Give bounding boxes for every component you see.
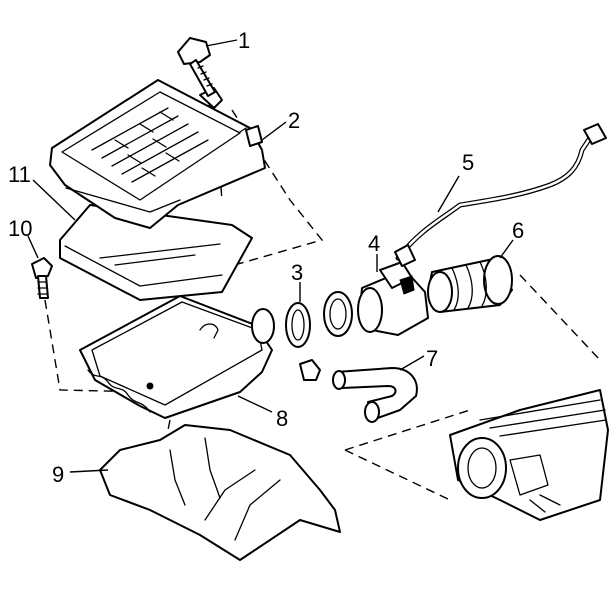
callout-10: 10: [8, 216, 32, 241]
air-cleaner-cover: [49, 79, 266, 229]
callout-leaders: [27, 39, 514, 473]
callout-5: 5: [462, 150, 474, 175]
wing-bolt: [177, 37, 216, 97]
callout-3: 3: [291, 260, 303, 285]
callout-2: 2: [288, 108, 300, 133]
callout-11: 11: [8, 162, 31, 187]
intake-duct: [427, 255, 513, 313]
mass-air-flow-sensor: [357, 261, 429, 336]
callout-8: 8: [276, 406, 288, 431]
wiring-harness: [394, 123, 607, 267]
hose-clamp: [285, 291, 353, 348]
callout-7: 7: [426, 346, 438, 371]
callout-9: 9: [52, 462, 64, 487]
lower-air-cleaner-housing: [79, 295, 275, 419]
callout-numbers: 1 2 11 10 3 4 5 6 7 8 9: [8, 28, 524, 487]
retaining-clip: [239, 125, 263, 147]
throttle-body-assembly: [449, 389, 609, 521]
vent-hose: [299, 359, 418, 423]
callout-4: 4: [368, 231, 380, 256]
lower-air-duct: [99, 424, 341, 561]
callout-1: 1: [238, 28, 250, 53]
mounting-bolt: [31, 257, 53, 299]
callout-6: 6: [512, 218, 524, 243]
